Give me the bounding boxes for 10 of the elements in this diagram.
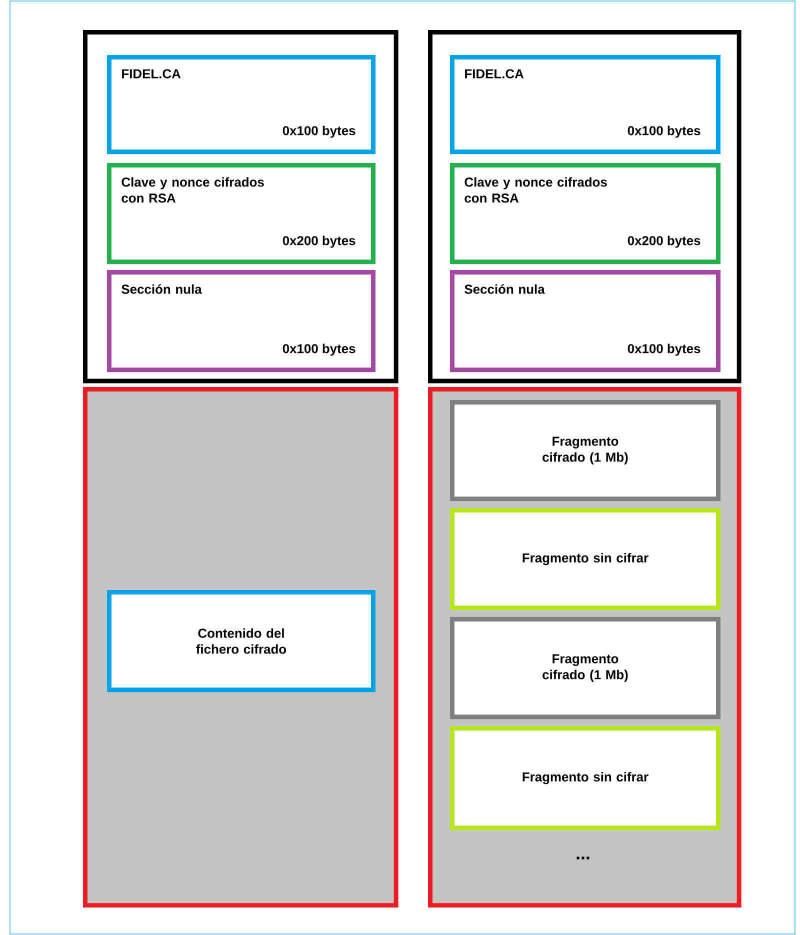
continuation-dots: ... <box>576 856 590 860</box>
fragment-box: Fragmento cifrado (1 Mb) <box>450 617 720 720</box>
fragment-box: Fragmento sin cifrar <box>450 726 720 830</box>
section-box: Sección nula 0x100 bytes <box>450 270 720 372</box>
section-box: Clave y nonce cifrados con RSA 0x200 bytes <box>107 163 376 264</box>
fragment-box: Fragmento cifrado (1 Mb) <box>450 400 720 502</box>
section-box: Sección nula 0x100 bytes <box>107 270 376 372</box>
fragment-box: Fragmento sin cifrar <box>450 508 720 610</box>
section-box: Clave y nonce cifrados con RSA 0x200 bytes <box>450 163 720 264</box>
content-box: Contenido del fichero cifrado <box>107 590 376 692</box>
